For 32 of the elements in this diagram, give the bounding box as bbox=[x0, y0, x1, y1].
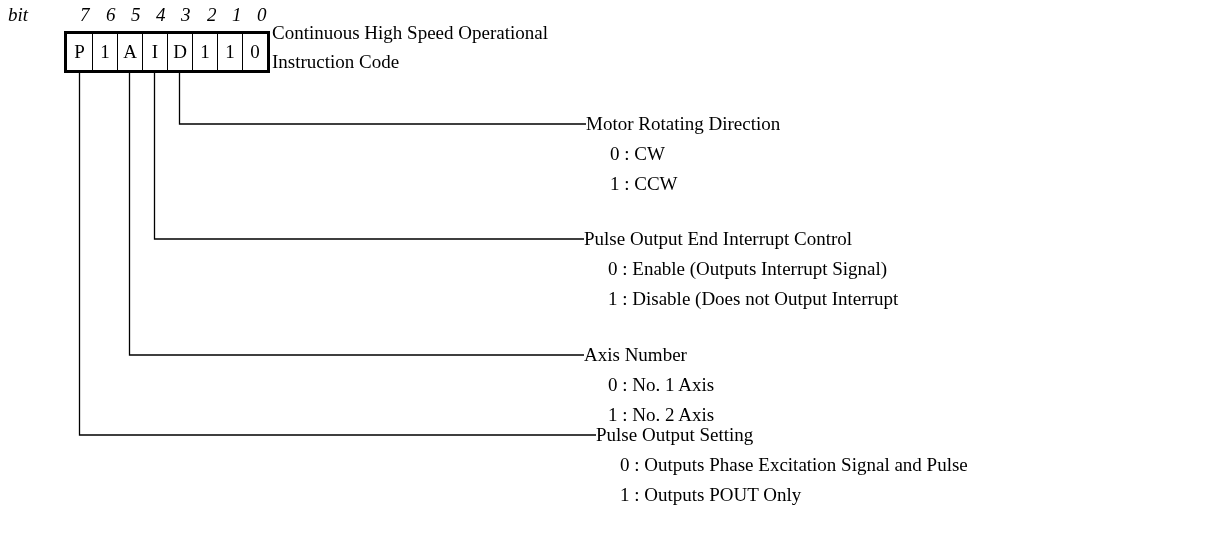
option-text: 1 : Outputs POUT Only bbox=[619, 483, 803, 507]
option-text: 1 : Disable (Does not Output Interrupt bbox=[607, 287, 899, 311]
bit-cell: 1 bbox=[217, 34, 242, 70]
bit-cell: P bbox=[67, 34, 92, 70]
bit-number: 7 bbox=[80, 3, 90, 27]
bit-number: 2 bbox=[207, 3, 217, 27]
bit-number: 3 bbox=[181, 3, 191, 27]
bit-number: 1 bbox=[232, 3, 242, 27]
field-heading: Axis Number bbox=[584, 343, 688, 367]
field-heading: Motor Rotating Direction bbox=[586, 112, 781, 136]
bit-cell: I bbox=[142, 34, 167, 70]
leader-line bbox=[128, 72, 585, 356]
leader-line bbox=[153, 72, 585, 240]
bit-cell: D bbox=[167, 34, 192, 70]
bit-cell: A bbox=[117, 34, 142, 70]
leader-line bbox=[78, 72, 597, 436]
register-description: Continuous High Speed Operational Instruction Code bbox=[272, 21, 549, 74]
bit-cell: 1 bbox=[92, 34, 117, 70]
option-text: 0 : Outputs Phase Excitation Signal and Pulse bbox=[619, 453, 968, 477]
bit-number: 5 bbox=[131, 3, 141, 27]
bit-number: 4 bbox=[156, 3, 166, 27]
option-text: 1 : CCW bbox=[609, 172, 679, 196]
option-text: 0 : Enable (Outputs Interrupt Signal) bbox=[607, 257, 889, 281]
option-text: 0 : No. 1 Axis bbox=[607, 373, 715, 397]
bit-cell: 1 bbox=[192, 34, 217, 70]
bit-number: 6 bbox=[106, 3, 116, 27]
leader-line bbox=[178, 72, 587, 125]
option-text: 0 : CW bbox=[609, 142, 666, 166]
bit-cell: 0 bbox=[242, 34, 267, 70]
bit-number: 0 bbox=[257, 3, 267, 27]
field-heading: Pulse Output End Interrupt Control bbox=[584, 227, 854, 251]
bit-caption: bit bbox=[8, 3, 29, 27]
